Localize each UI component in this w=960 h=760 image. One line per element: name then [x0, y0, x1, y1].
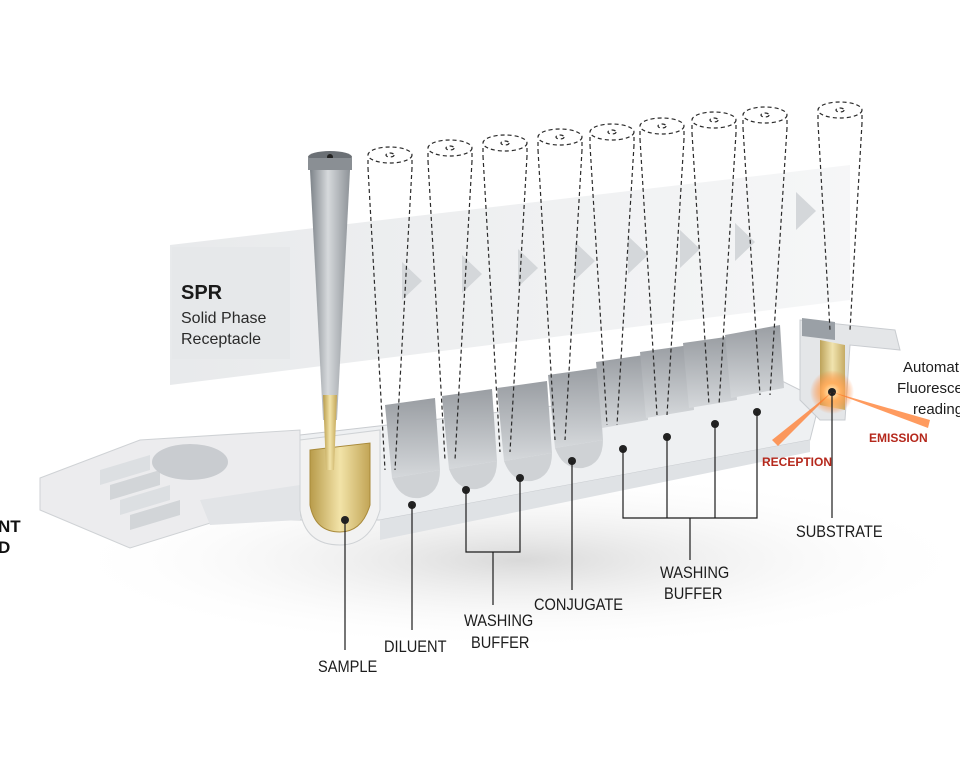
spr-tip-body — [310, 170, 350, 420]
spr-tip-gold — [323, 395, 337, 470]
spr-line1: Solid Phase — [181, 310, 266, 327]
automated-line2: Fluoresce — [897, 380, 960, 397]
spr-label-box: SPR Solid Phase Receptacle — [172, 247, 290, 359]
ghost-tip-4 — [537, 128, 583, 441]
left-edge-line2: D — [0, 538, 10, 557]
leader-lines — [344, 392, 833, 650]
ghost-spr-tips — [367, 101, 863, 471]
spr-line2: Receptacle — [181, 331, 261, 348]
reagent-wells — [385, 325, 784, 509]
ghost-tip-6 — [639, 117, 685, 416]
label-conjugate: CONJUGATE — [534, 596, 623, 614]
ghost-tip-2 — [427, 139, 473, 461]
strip-handle — [39, 429, 301, 549]
emission-beam — [832, 392, 930, 428]
well-washing-1 — [442, 389, 497, 494]
left-edge-line1: NT — [0, 517, 21, 536]
ghost-tip-8 — [742, 106, 788, 396]
label-sample: SAMPLE — [318, 658, 377, 676]
ghost-tip-3 — [482, 134, 528, 453]
ghost-tip-1 — [367, 146, 413, 471]
spr-box-bg — [172, 247, 290, 359]
label-reception: RECEPTION — [762, 455, 832, 469]
well-washing-2 — [497, 381, 552, 482]
component-labels: SAMPLE DILUENT WASHING BUFFER CONJUGATE … — [318, 431, 928, 676]
label-emission: EMISSION — [869, 431, 928, 445]
label-washing-buffer-2-line2: BUFFER — [664, 585, 722, 603]
label-washing-buffer-1-line2: BUFFER — [471, 634, 529, 652]
well-diluent — [385, 398, 440, 509]
left-edge-label: NT D — [0, 517, 21, 557]
reception-beam — [772, 392, 832, 446]
automated-line3: reading — [913, 401, 960, 418]
automated-line1: Automat — [903, 359, 960, 376]
well-conjugate — [548, 368, 603, 469]
ghost-tip-9 — [817, 101, 863, 331]
sample-well — [299, 429, 381, 546]
ghost-tip-5 — [589, 123, 635, 426]
spr-title: SPR — [181, 282, 223, 304]
label-washing-buffer-1-line1: WASHING — [464, 612, 533, 630]
label-diluent: DILUENT — [384, 638, 447, 656]
leader-washing-2-branches — [666, 424, 716, 518]
direction-arrows — [402, 192, 816, 300]
substrate-cuvette — [799, 318, 901, 421]
label-substrate: SUBSTRATE — [796, 523, 883, 541]
label-washing-buffer-2-line1: WASHING — [660, 564, 729, 582]
light-beams — [772, 392, 930, 446]
ghost-tip-7 — [691, 111, 737, 406]
spr-tip — [308, 151, 352, 470]
automated-reading-label: Automat Fluoresce reading — [897, 359, 960, 418]
